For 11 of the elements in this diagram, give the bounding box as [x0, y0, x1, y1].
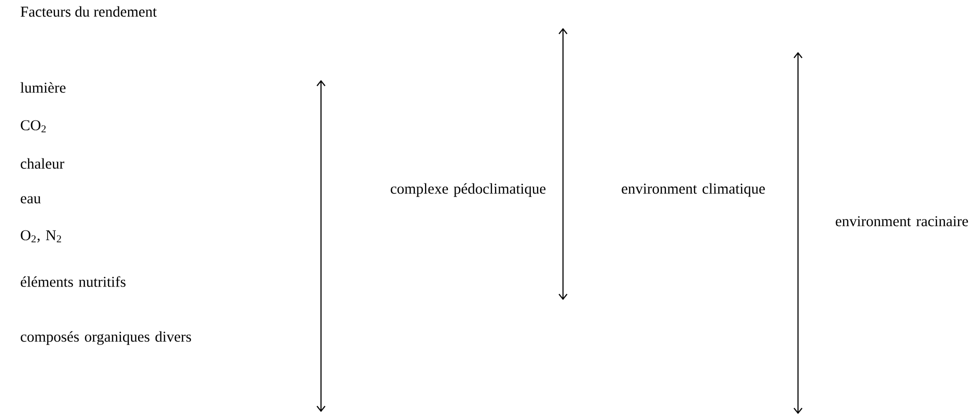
factor-label: éléments nutritifs: [20, 276, 126, 287]
factor-label: complexe pédoclimatique: [390, 183, 546, 197]
factor-label: environment racinaire: [836, 216, 968, 226]
factor-label: eau: [20, 196, 41, 204]
factor-label: composés organiques divers: [20, 331, 192, 345]
factor-label: environment climatique: [622, 183, 765, 197]
factor-label: lumière: [20, 82, 66, 93]
factor-label: chaleur: [20, 158, 64, 169]
factor-label: CO$_{2}$: [20, 120, 46, 132]
title: Facteurs du rendement: [20, 6, 157, 17]
factor-label: O$_{2}$, N$_{2}$: [20, 230, 62, 242]
